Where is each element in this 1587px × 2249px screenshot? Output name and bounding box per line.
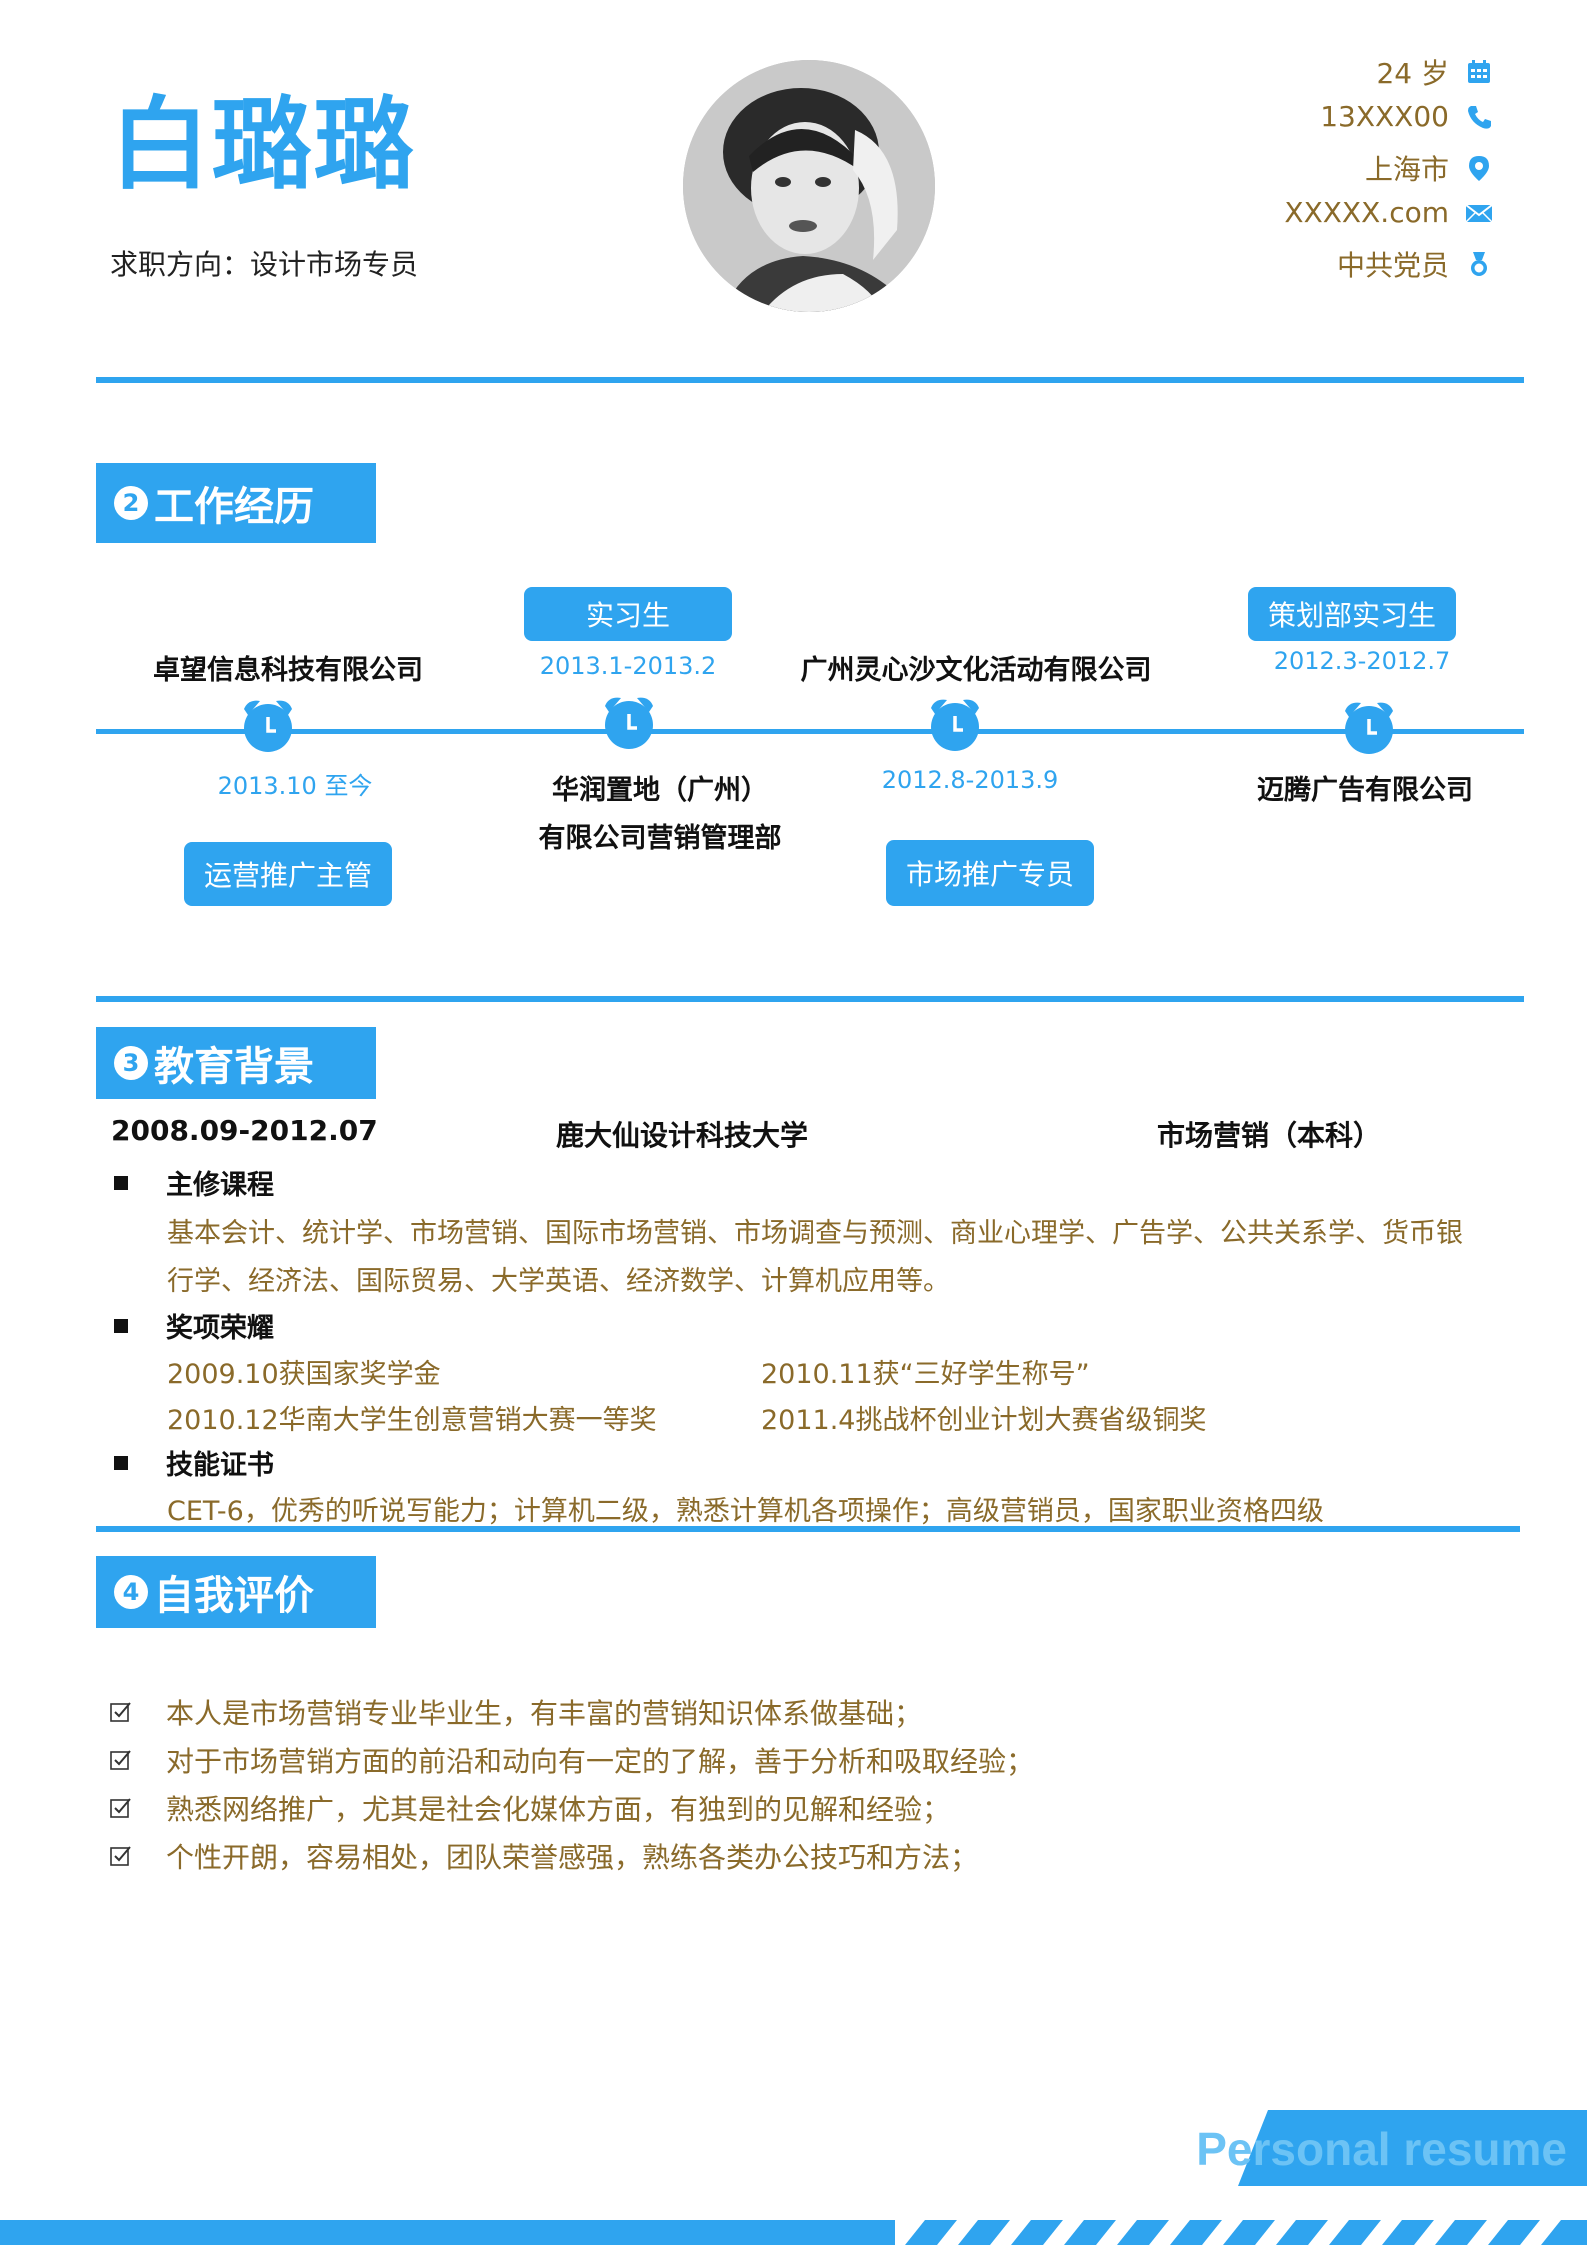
education-divider xyxy=(96,1526,1520,1532)
contact-age-text: 24 岁 xyxy=(1376,57,1449,90)
alarm-clock-icon xyxy=(238,695,298,755)
award-item: 2009.10获国家奖学金 xyxy=(167,1359,441,1390)
work-role-4: 策划部实习生 xyxy=(1248,587,1456,641)
calendar-icon xyxy=(1465,58,1493,86)
work-role-3: 市场推广专员 xyxy=(886,840,1094,906)
courses-heading: 主修课程 xyxy=(110,1163,274,1202)
location-icon xyxy=(1465,154,1493,182)
self-section-number: 4 xyxy=(114,1575,148,1609)
education-school: 鹿大仙设计科技大学 xyxy=(556,1119,809,1152)
self-item: 对于市场营销方面的前沿和动向有一定的了解，善于分析和吸取经验； xyxy=(110,1740,1034,1780)
timeline-line xyxy=(96,729,1524,734)
banner-shape xyxy=(1238,2110,1587,2186)
contact-email: XXXXX.com xyxy=(1284,196,1493,229)
skills-heading-label: 技能证书 xyxy=(166,1450,274,1481)
work-date-3: 2012.8-2013.9 xyxy=(881,766,1059,794)
work-company-1: 卓望信息科技有限公司 xyxy=(153,655,423,686)
contact-party: 中共党员 xyxy=(1337,244,1493,284)
checkbox-icon xyxy=(110,1798,131,1818)
courses-line-1: 基本会计、统计学、市场营销、国际市场营销、市场调查与预测、商业心理学、广告学、公… xyxy=(167,1218,1463,1249)
self-section-label: 自我评价 xyxy=(154,1573,314,1619)
checkbox-icon xyxy=(110,1750,131,1770)
self-item: 个性开朗，容易相处，团队荣誉感强，熟练各类办公技巧和方法； xyxy=(110,1836,978,1876)
alarm-clock-icon xyxy=(599,692,659,752)
self-item-text: 个性开朗，容易相处，团队荣誉感强，熟练各类办公技巧和方法； xyxy=(166,1841,979,1874)
self-item: 熟悉网络推广，尤其是社会化媒体方面，有独到的见解和经验； xyxy=(110,1788,950,1828)
checkbox-icon xyxy=(110,1846,131,1866)
alarm-clock-icon xyxy=(1339,697,1399,757)
self-item-text: 熟悉网络推广，尤其是社会化媒体方面，有独到的见解和经验； xyxy=(166,1793,951,1826)
awards-heading: 奖项荣耀 xyxy=(110,1306,274,1345)
work-divider xyxy=(96,996,1524,1002)
work-role-2: 实习生 xyxy=(524,587,732,641)
self-section-title: 4 自我评价 xyxy=(96,1556,376,1628)
work-company-4: 迈腾广告有限公司 xyxy=(1257,775,1473,806)
work-section-label: 工作经历 xyxy=(154,484,314,530)
contact-party-text: 中共党员 xyxy=(1336,249,1449,282)
job-target: 求职方向：设计市场专员 xyxy=(110,248,419,281)
award-item: 2010.11获“三好学生称号” xyxy=(761,1359,1090,1390)
work-date-1: 2013.10 至今 xyxy=(217,772,373,800)
education-period: 2008.09-2012.07 xyxy=(111,1114,378,1147)
skills-text: CET-6，优秀的听说写能力；计算机二级，熟悉计算机各项操作；高级营销员，国家职… xyxy=(167,1496,1324,1527)
work-section-title: 2 工作经历 xyxy=(96,463,376,543)
work-date-2: 2013.1-2013.2 xyxy=(539,652,717,680)
footer-stripe-bar xyxy=(0,2220,1587,2245)
work-company-3: 广州灵心沙文化活动有限公司 xyxy=(800,655,1152,686)
contact-city: 上海市 xyxy=(1365,148,1493,188)
work-role-1: 运营推广主管 xyxy=(184,842,392,906)
medal-icon xyxy=(1465,250,1493,278)
header-divider xyxy=(96,377,1524,383)
square-bullet-icon xyxy=(114,1318,128,1333)
avatar-photo xyxy=(683,60,935,312)
alarm-clock-icon xyxy=(925,694,985,754)
mail-icon xyxy=(1465,199,1493,227)
candidate-name: 白璐璐 xyxy=(110,86,416,203)
footer-stripes xyxy=(0,2220,1587,2245)
work-company-2-line2: 有限公司营销管理部 xyxy=(538,823,782,854)
education-section-number: 3 xyxy=(114,1046,148,1080)
contact-age: 24 岁 xyxy=(1376,52,1493,92)
courses-heading-label: 主修课程 xyxy=(166,1170,274,1201)
education-section-label: 教育背景 xyxy=(154,1044,314,1090)
self-item-text: 对于市场营销方面的前沿和动向有一定的了解，善于分析和吸取经验； xyxy=(166,1745,1035,1778)
contact-phone: 13XXX00 xyxy=(1320,100,1493,133)
avatar xyxy=(683,60,935,312)
award-item: 2011.4挑战杯创业计划大赛省级铜奖 xyxy=(761,1405,1207,1436)
education-section-title: 3 教育背景 xyxy=(96,1027,376,1099)
contact-city-text: 上海市 xyxy=(1364,153,1449,186)
banner-text: Personal resume xyxy=(1196,2123,1567,2175)
work-section-number: 2 xyxy=(114,486,148,520)
square-bullet-icon xyxy=(114,1175,128,1190)
education-major: 市场营销（本科） xyxy=(1157,1119,1382,1152)
awards-heading-label: 奖项荣耀 xyxy=(166,1313,274,1344)
skills-heading: 技能证书 xyxy=(110,1443,274,1482)
self-item-text: 本人是市场营销专业毕业生，有丰富的营销知识体系做基础； xyxy=(166,1697,923,1730)
self-item: 本人是市场营销专业毕业生，有丰富的营销知识体系做基础； xyxy=(110,1692,922,1732)
personal-resume-banner: Personal resume xyxy=(1196,2110,1587,2186)
contact-phone-text: 13XXX00 xyxy=(1320,100,1449,133)
work-date-4: 2012.3-2012.7 xyxy=(1273,647,1451,675)
phone-icon xyxy=(1465,103,1493,131)
square-bullet-icon xyxy=(114,1455,128,1470)
checkbox-icon xyxy=(110,1702,131,1722)
work-company-2-line1: 华润置地（广州） xyxy=(552,775,768,806)
courses-line-2: 行学、经济法、国际贸易、大学英语、经济数学、计算机应用等。 xyxy=(167,1266,950,1297)
award-item: 2010.12华南大学生创意营销大赛一等奖 xyxy=(167,1405,657,1436)
contact-email-text: XXXXX.com xyxy=(1284,196,1449,229)
